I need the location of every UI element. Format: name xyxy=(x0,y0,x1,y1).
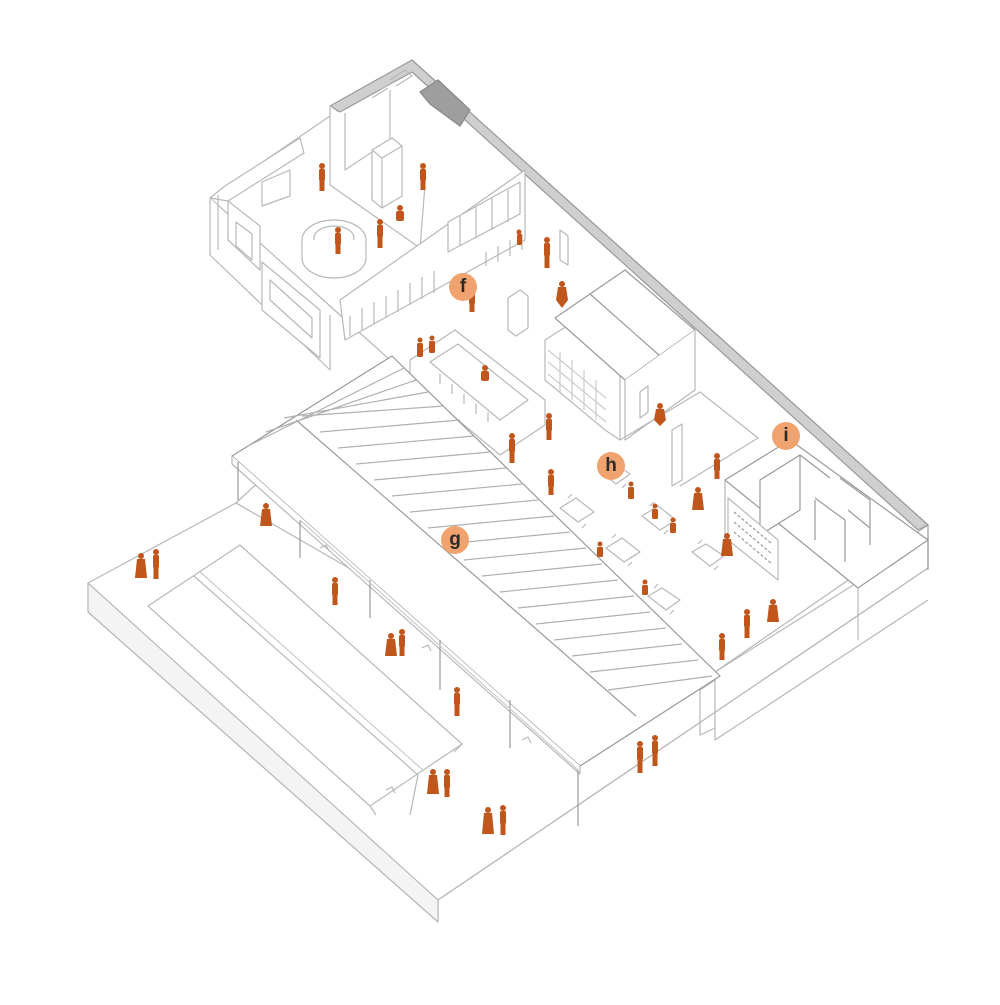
left-room-window xyxy=(235,221,253,261)
plaza-canopy-ridge xyxy=(193,575,419,776)
person-figure xyxy=(335,227,341,254)
label-marker-i: i xyxy=(772,422,800,450)
person-figure xyxy=(544,237,550,268)
label-marker-g: g xyxy=(441,526,469,554)
person-figure xyxy=(399,629,405,656)
person-figure xyxy=(642,579,648,595)
person-figure xyxy=(714,453,720,479)
person-figure xyxy=(509,433,515,463)
person-figure xyxy=(767,599,779,622)
label-marker-f: f xyxy=(449,273,477,301)
upper-box-divider xyxy=(589,293,661,357)
glass-partition-doors xyxy=(349,271,435,336)
person-figure xyxy=(332,577,338,605)
outer-wall-back-left xyxy=(209,137,305,202)
kitchen-pots xyxy=(485,234,523,266)
person-figure xyxy=(652,735,658,766)
canopy-slats xyxy=(247,367,713,691)
person-figure xyxy=(377,219,383,248)
circular-ring-side xyxy=(301,240,367,279)
decor-wall xyxy=(727,497,779,581)
person-figure xyxy=(652,503,658,519)
person-figure xyxy=(500,805,506,835)
person-figure xyxy=(654,403,666,426)
person-figure xyxy=(546,413,552,440)
plaza-canopy-leg xyxy=(369,743,463,816)
stair-block xyxy=(419,79,471,127)
person-figure xyxy=(482,807,494,834)
left-lower-window xyxy=(269,279,313,339)
person-figure xyxy=(719,633,725,660)
canopy-side-line xyxy=(299,519,579,771)
person-figure xyxy=(548,469,554,495)
person-figure xyxy=(628,481,634,499)
fridge-line xyxy=(371,145,403,208)
person-figure xyxy=(396,205,404,221)
person-figure xyxy=(516,229,522,245)
decor-wall-pattern xyxy=(733,511,773,565)
person-figure xyxy=(385,633,397,656)
person-figure xyxy=(454,687,460,716)
person-figure xyxy=(135,553,147,578)
person-figure xyxy=(597,541,603,557)
stair-room-inner-1 xyxy=(344,90,391,171)
kitchen-shelf-lines xyxy=(459,190,509,246)
marker-letter: h xyxy=(605,454,617,476)
stair-steps xyxy=(371,69,413,99)
marker-letter: i xyxy=(783,424,789,446)
outer-wall-back-top xyxy=(329,59,929,531)
dining-front-glass xyxy=(699,679,716,736)
person-figure xyxy=(260,503,272,526)
room-door xyxy=(639,385,649,419)
marker-letter: f xyxy=(459,275,467,297)
person-figure xyxy=(556,281,568,308)
dining-tables xyxy=(559,461,725,611)
label-marker-h: h xyxy=(597,452,625,480)
person-figure xyxy=(153,549,159,579)
person-figure xyxy=(721,533,733,556)
marker-letter: g xyxy=(449,528,461,550)
atm-machine xyxy=(507,289,529,337)
bar-counter-bottles xyxy=(439,374,489,422)
storage-grid xyxy=(547,349,607,423)
dining-chairs xyxy=(319,457,719,794)
person-figure xyxy=(429,335,435,353)
person-figure xyxy=(670,517,676,533)
person-figure xyxy=(319,163,325,191)
person-figure xyxy=(420,163,426,190)
canopy-columns xyxy=(237,462,579,826)
dining-front-wall xyxy=(714,599,929,741)
person-figure xyxy=(744,609,750,638)
person-figure xyxy=(481,365,489,381)
plaza-front-edge xyxy=(87,582,439,923)
column xyxy=(671,423,683,487)
canopy-mid-beam xyxy=(295,419,637,717)
bar-counter-inner xyxy=(429,343,529,421)
person-figure xyxy=(444,769,450,797)
person-figure xyxy=(417,337,423,357)
left-room-shelf xyxy=(261,169,291,207)
person-figure xyxy=(427,769,439,794)
kitchen-shelf xyxy=(447,181,521,253)
plaza-canopy-ridge-2 xyxy=(199,571,425,772)
right-door-frame xyxy=(559,229,569,266)
person-figure xyxy=(637,741,643,773)
toilet-walls xyxy=(759,454,871,562)
person-figure xyxy=(692,487,704,510)
